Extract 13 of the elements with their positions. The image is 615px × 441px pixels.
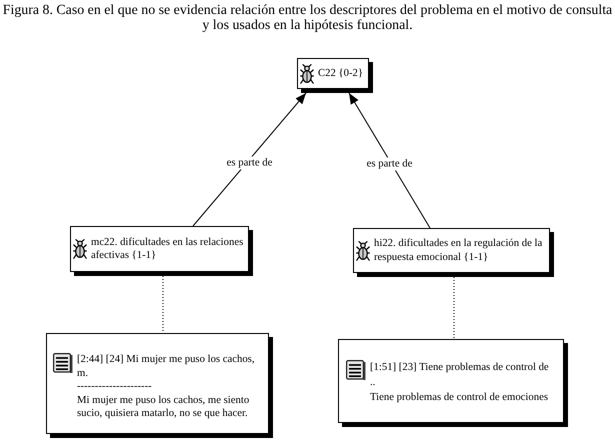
code-label: hi22. dificultades en la regulación de la respuesta emocional {1-1} (374, 237, 544, 264)
quotation-text: Mi mujer me puso los cachos, me siento sucio, quisiera matarlo, no se que hacer. (77, 394, 250, 420)
arrow (192, 92, 306, 226)
code-label: C22 {0-2} (318, 67, 364, 80)
separator-text: --------------------- (77, 380, 153, 394)
dotted-link-line (162, 276, 164, 334)
arrow (348, 92, 430, 228)
separator-text: .. (370, 375, 376, 390)
quotation-title: [1:51] [23] Tiene problemas de control de (370, 360, 550, 375)
figure-title: Figura 8. Caso en el que no se evidencia relación entre los descriptores del problema en el motivo de consulta y los usados en la hipótesis funcional. (2, 3, 614, 33)
code-label: mc22. dificultades en las relaciones afectivas {1-1} (91, 236, 244, 262)
quotation-text: Tiene problemas de control de emociones (370, 390, 549, 405)
quotation-title: [2:44] [24] Mi mujer me puso los cachos, m. (77, 353, 256, 380)
